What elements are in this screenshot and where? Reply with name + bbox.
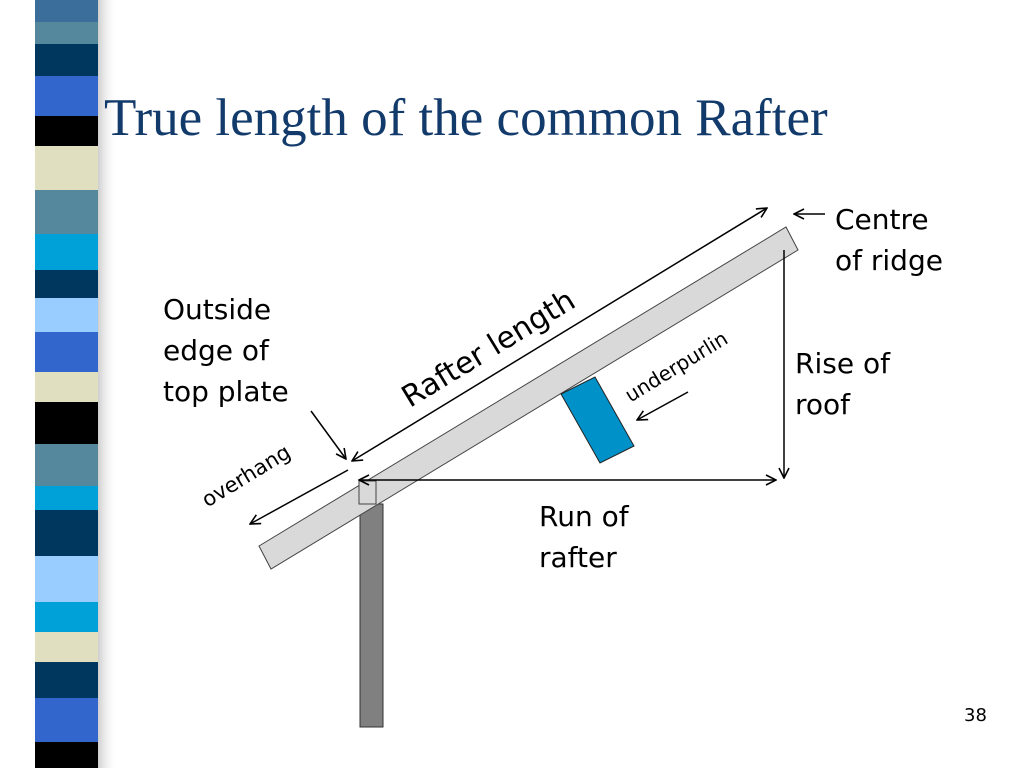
outside-edge-pointer	[310, 410, 346, 459]
wall-post	[359, 503, 384, 728]
stripe-band	[35, 44, 98, 76]
page-number: 38	[964, 705, 987, 726]
stripe-band	[35, 372, 98, 402]
stripe-band	[35, 76, 98, 116]
stripe-band	[35, 402, 98, 444]
stripe-band	[35, 632, 98, 662]
stripe-band	[35, 22, 98, 44]
stripe-band	[35, 116, 98, 146]
stripe-band	[35, 332, 98, 372]
stripe-shadow	[98, 0, 118, 768]
stripe-band	[35, 698, 98, 742]
decorative-stripe-bar	[35, 0, 118, 768]
stripe-band	[35, 510, 98, 556]
stripe-band	[35, 602, 98, 632]
stripe-band	[35, 444, 98, 486]
run-of-rafter-label: Run of rafter	[539, 500, 629, 574]
stripe-band	[35, 486, 98, 510]
overhang-arrow	[250, 469, 349, 524]
stripe-band	[35, 742, 98, 768]
rise-of-roof-label: Rise of roof	[795, 347, 890, 421]
outside-edge-label: Outside edge of top plate	[163, 293, 289, 408]
rafter-length-arrow	[352, 208, 767, 461]
stripe-band	[35, 662, 98, 698]
stripe-band	[35, 298, 98, 332]
rafter-beam	[258, 226, 799, 570]
stripe-band	[35, 234, 98, 270]
stripe-band	[35, 556, 98, 602]
underpurlin-pointer	[637, 391, 689, 420]
stripe-band	[35, 190, 98, 234]
centre-of-ridge-label: Centre of ridge	[835, 203, 943, 277]
stripe-band	[35, 270, 98, 298]
slide-title: True length of the common Rafter	[104, 89, 828, 147]
birdsmouth-notch	[358, 480, 377, 505]
stripe-band	[35, 0, 98, 22]
stripe-band	[35, 146, 98, 190]
